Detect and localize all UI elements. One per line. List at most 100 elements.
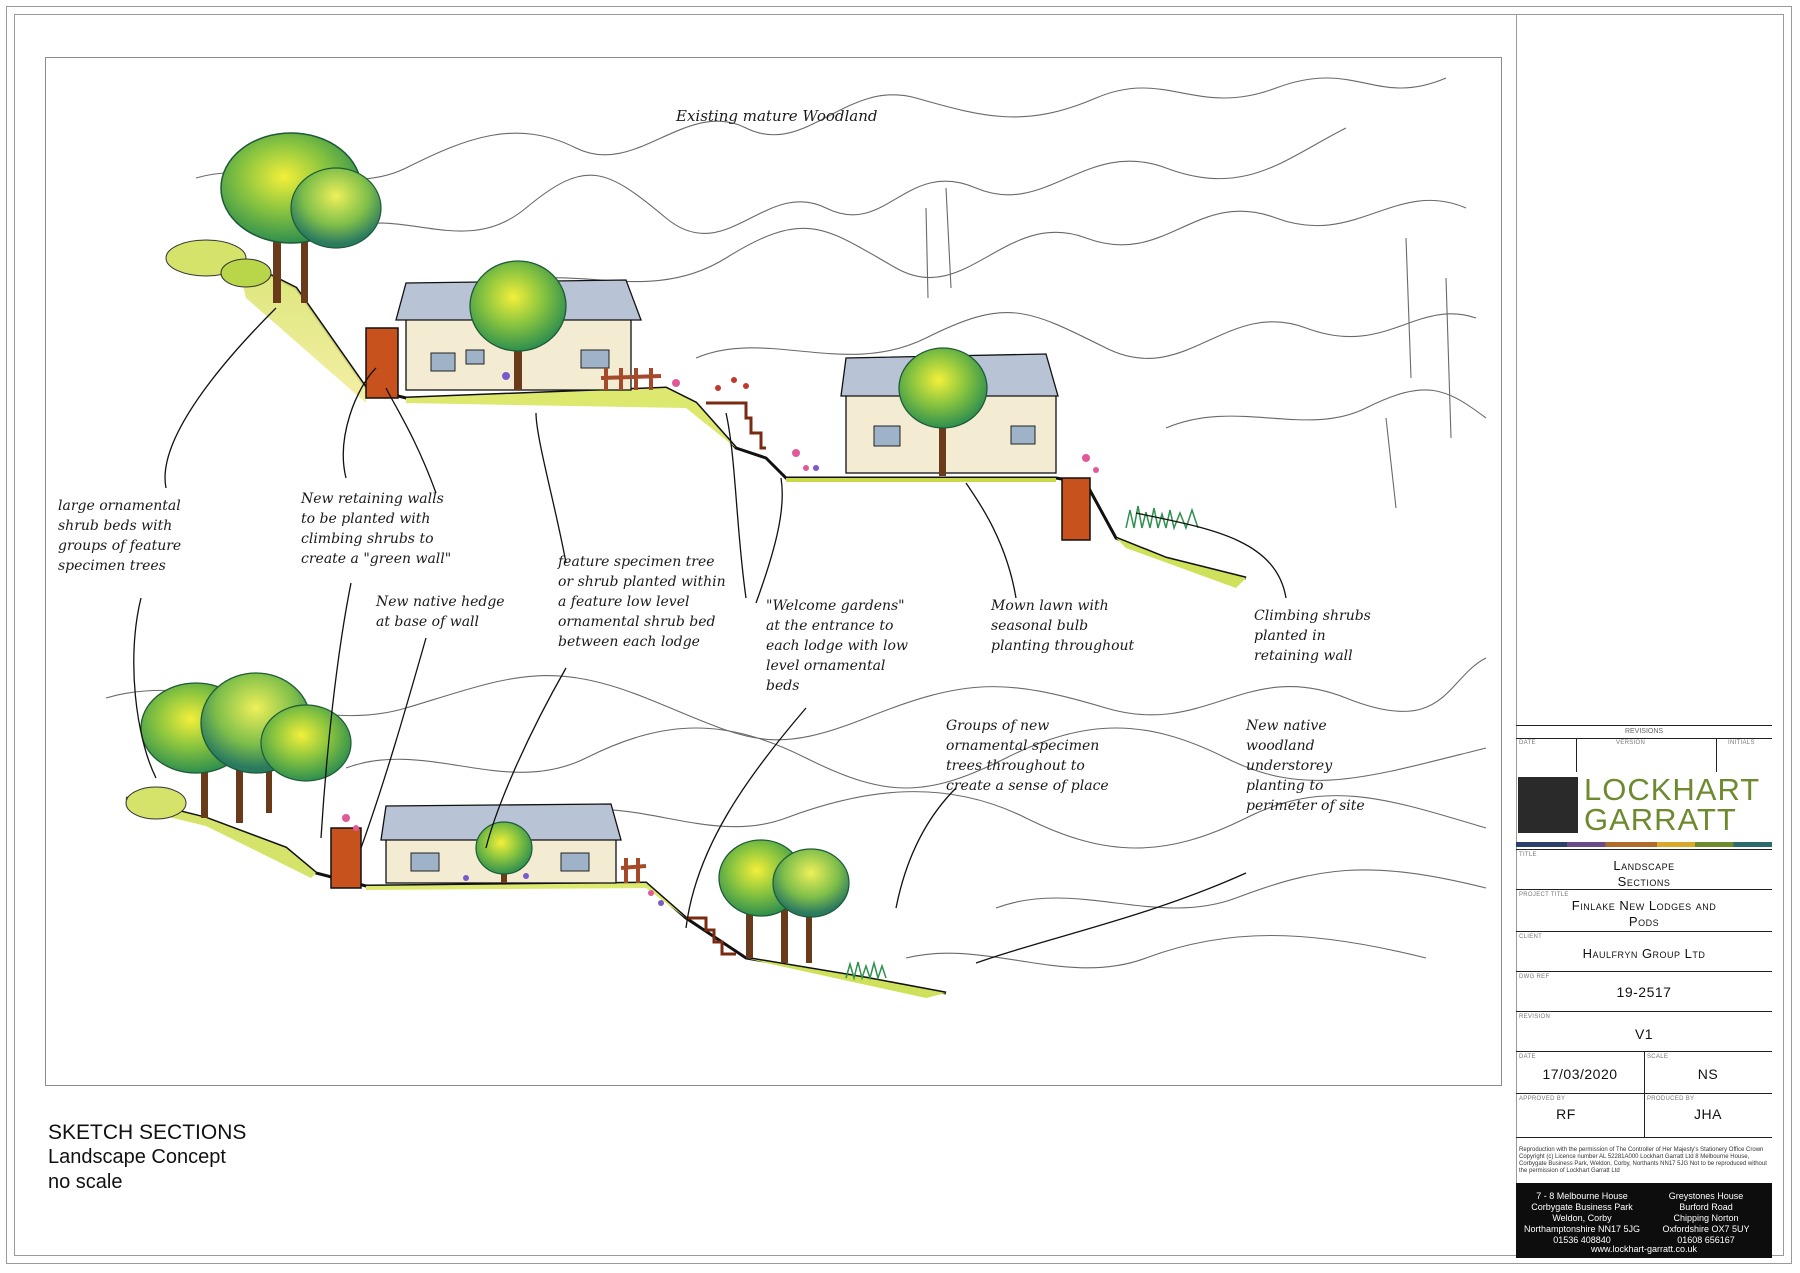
- annotation-line: or shrub planted within: [558, 574, 726, 590]
- title-block-divider: [1516, 14, 1517, 1256]
- copyright-note: Reproduction with the permission of The …: [1519, 1147, 1767, 1174]
- project-row: PROJECT TITLE Finlake New Lodges and Pod…: [1516, 889, 1772, 931]
- sheet-outer-border: [6, 6, 1792, 1264]
- scale-value: NS: [1697, 1066, 1719, 1082]
- annotation-mown-lawn: Mown lawn with seasonal bulb planting thro…: [990, 598, 1135, 654]
- date-label: DATE: [1519, 1054, 1536, 1060]
- annotation-line: specimen trees: [58, 558, 166, 574]
- revision-label: REVISION: [1519, 1014, 1551, 1020]
- annotation-line: Groups of new: [946, 718, 1049, 734]
- annotation-line: New retaining walls: [300, 491, 444, 507]
- annotation-line: at base of wall: [376, 614, 479, 630]
- woodland-scribbles: [105, 77, 1487, 969]
- annotation-line: between each lodge: [558, 634, 700, 650]
- address-line: Corbygate Business Park: [1531, 1202, 1633, 1212]
- annotation-line: ornamental specimen: [946, 738, 1099, 754]
- logo-line2: GARRATT: [1584, 802, 1737, 837]
- annotation-line: each lodge with low: [766, 638, 908, 654]
- address-line: Oxfordshire OX7 5UY: [1662, 1224, 1750, 1234]
- revision-row: REVISION V1: [1516, 1011, 1772, 1051]
- revisions-label: REVISIONS: [1624, 728, 1664, 735]
- revisions-row: REVISIONS DATE VERSION INITIALS: [1516, 725, 1772, 772]
- landscape-section-sketch: Existing mature Woodland large ornamenta…: [58, 77, 1487, 998]
- annotation-line: create a "green wall": [301, 551, 451, 567]
- rev-col-date: DATE: [1519, 740, 1536, 746]
- title-label: TITLE: [1519, 852, 1537, 858]
- annotation-line: a feature low level: [558, 594, 689, 610]
- ref-label: DWG REF: [1519, 974, 1550, 980]
- tree-group-lower-left: [140, 672, 352, 823]
- address-line: 7 - 8 Melbourne House: [1536, 1191, 1628, 1201]
- rev-col-version: VERSION: [1616, 740, 1646, 746]
- annotation-line: seasonal bulb: [991, 618, 1088, 634]
- copyright-row: [1516, 1137, 1772, 1183]
- client-row: CLIENT Haulfryn Group Ltd: [1516, 931, 1772, 971]
- large-tree-upper-left: [220, 132, 382, 303]
- logo-mark: [1518, 777, 1578, 833]
- annotation-line: trees throughout to: [946, 758, 1085, 774]
- rev-col-initials: INITIALS: [1728, 740, 1755, 746]
- client-label: CLIENT: [1519, 934, 1543, 940]
- annotation-line: planting to: [1246, 778, 1323, 794]
- logo-line1: LOCKHART: [1584, 772, 1761, 807]
- date-value: 17/03/2020: [1542, 1066, 1618, 1082]
- annotation-line: planting throughout: [991, 638, 1135, 654]
- annotation-line: ornamental shrub bed: [558, 614, 716, 630]
- brand-stripe: [1516, 842, 1772, 847]
- ref-row: DWG REF 19-2517: [1516, 971, 1772, 1011]
- annotation-line: perimeter of site: [1246, 798, 1365, 814]
- annotation-line: level ornamental: [766, 658, 885, 674]
- address-line: Greystones House: [1668, 1191, 1744, 1201]
- caption-subtitle: Landscape Concept: [48, 1146, 226, 1168]
- annotation-line: New native hedge: [375, 594, 505, 610]
- leader-lines: [133, 307, 1287, 964]
- date-scale-row: DATE 17/03/2020 SCALE NS: [1516, 1051, 1772, 1094]
- title-block: REVISIONS DATE VERSION INITIALS LOCKHART…: [1516, 725, 1772, 1258]
- ref-value: 19-2517: [1616, 984, 1672, 1000]
- scale-label: SCALE: [1647, 1054, 1669, 1060]
- address-line: Weldon, Corby: [1552, 1213, 1612, 1223]
- annotation-line: at the entrance to: [766, 618, 893, 634]
- annotation-line: woodland: [1246, 738, 1315, 754]
- approved-value: RF: [1556, 1106, 1576, 1122]
- annotation-line: to be planted with: [301, 511, 430, 527]
- produced-label: PRODUCED BY: [1647, 1096, 1695, 1102]
- label-existing-woodland: Existing mature Woodland: [675, 107, 878, 125]
- produced-value: JHA: [1694, 1106, 1722, 1122]
- annotation-line: create a sense of place: [946, 778, 1109, 794]
- address-line: Northamptonshire NN17 5JG: [1523, 1224, 1641, 1234]
- client-value: Haulfryn Group Ltd: [1582, 946, 1706, 961]
- annotation-line: shrub beds with: [58, 518, 172, 534]
- tree-group-lower-right: [718, 839, 850, 963]
- website-url: www.lockhart-garratt.co.uk: [1590, 1244, 1698, 1254]
- address-line: Burford Road: [1679, 1202, 1733, 1212]
- title-row: TITLE Landscape Sections: [1516, 849, 1772, 889]
- upper-section: [165, 132, 1247, 588]
- annotation-line: planted in: [1254, 628, 1326, 644]
- annotation-line: retaining wall: [1254, 648, 1353, 664]
- address-line: 01536 408840: [1553, 1235, 1611, 1245]
- annotation-line: Mown lawn with: [990, 598, 1109, 614]
- title-line2: Sections: [1617, 874, 1671, 889]
- lower-section: [125, 672, 947, 998]
- project-line2: Pods: [1628, 914, 1660, 929]
- annotation-native-hedge: New native hedge at base of wall: [375, 594, 505, 630]
- annotation-specimen-groups: Groups of new ornamental specimen trees th…: [946, 718, 1109, 794]
- annotation-line: "Welcome gardens": [766, 598, 905, 614]
- company-logo: LOCKHART GARRATT: [1518, 773, 1770, 839]
- revision-value: V1: [1634, 1026, 1654, 1042]
- annotation-line: groups of feature: [58, 538, 181, 554]
- drawing-caption: SKETCH SECTIONS Landscape Concept no sca…: [48, 1120, 246, 1195]
- project-label: PROJECT TITLE: [1519, 892, 1569, 898]
- address-line: Chipping Norton: [1673, 1213, 1739, 1223]
- annotation-specimen-tree: feature specimen tree or shrub planted wi…: [557, 554, 726, 650]
- annotation-line: feature specimen tree: [557, 554, 715, 570]
- drawing-frame: Existing mature Woodland large ornamenta…: [45, 57, 1502, 1086]
- project-line1: Finlake New Lodges and: [1571, 898, 1717, 913]
- address-line: 01608 656167: [1677, 1235, 1735, 1245]
